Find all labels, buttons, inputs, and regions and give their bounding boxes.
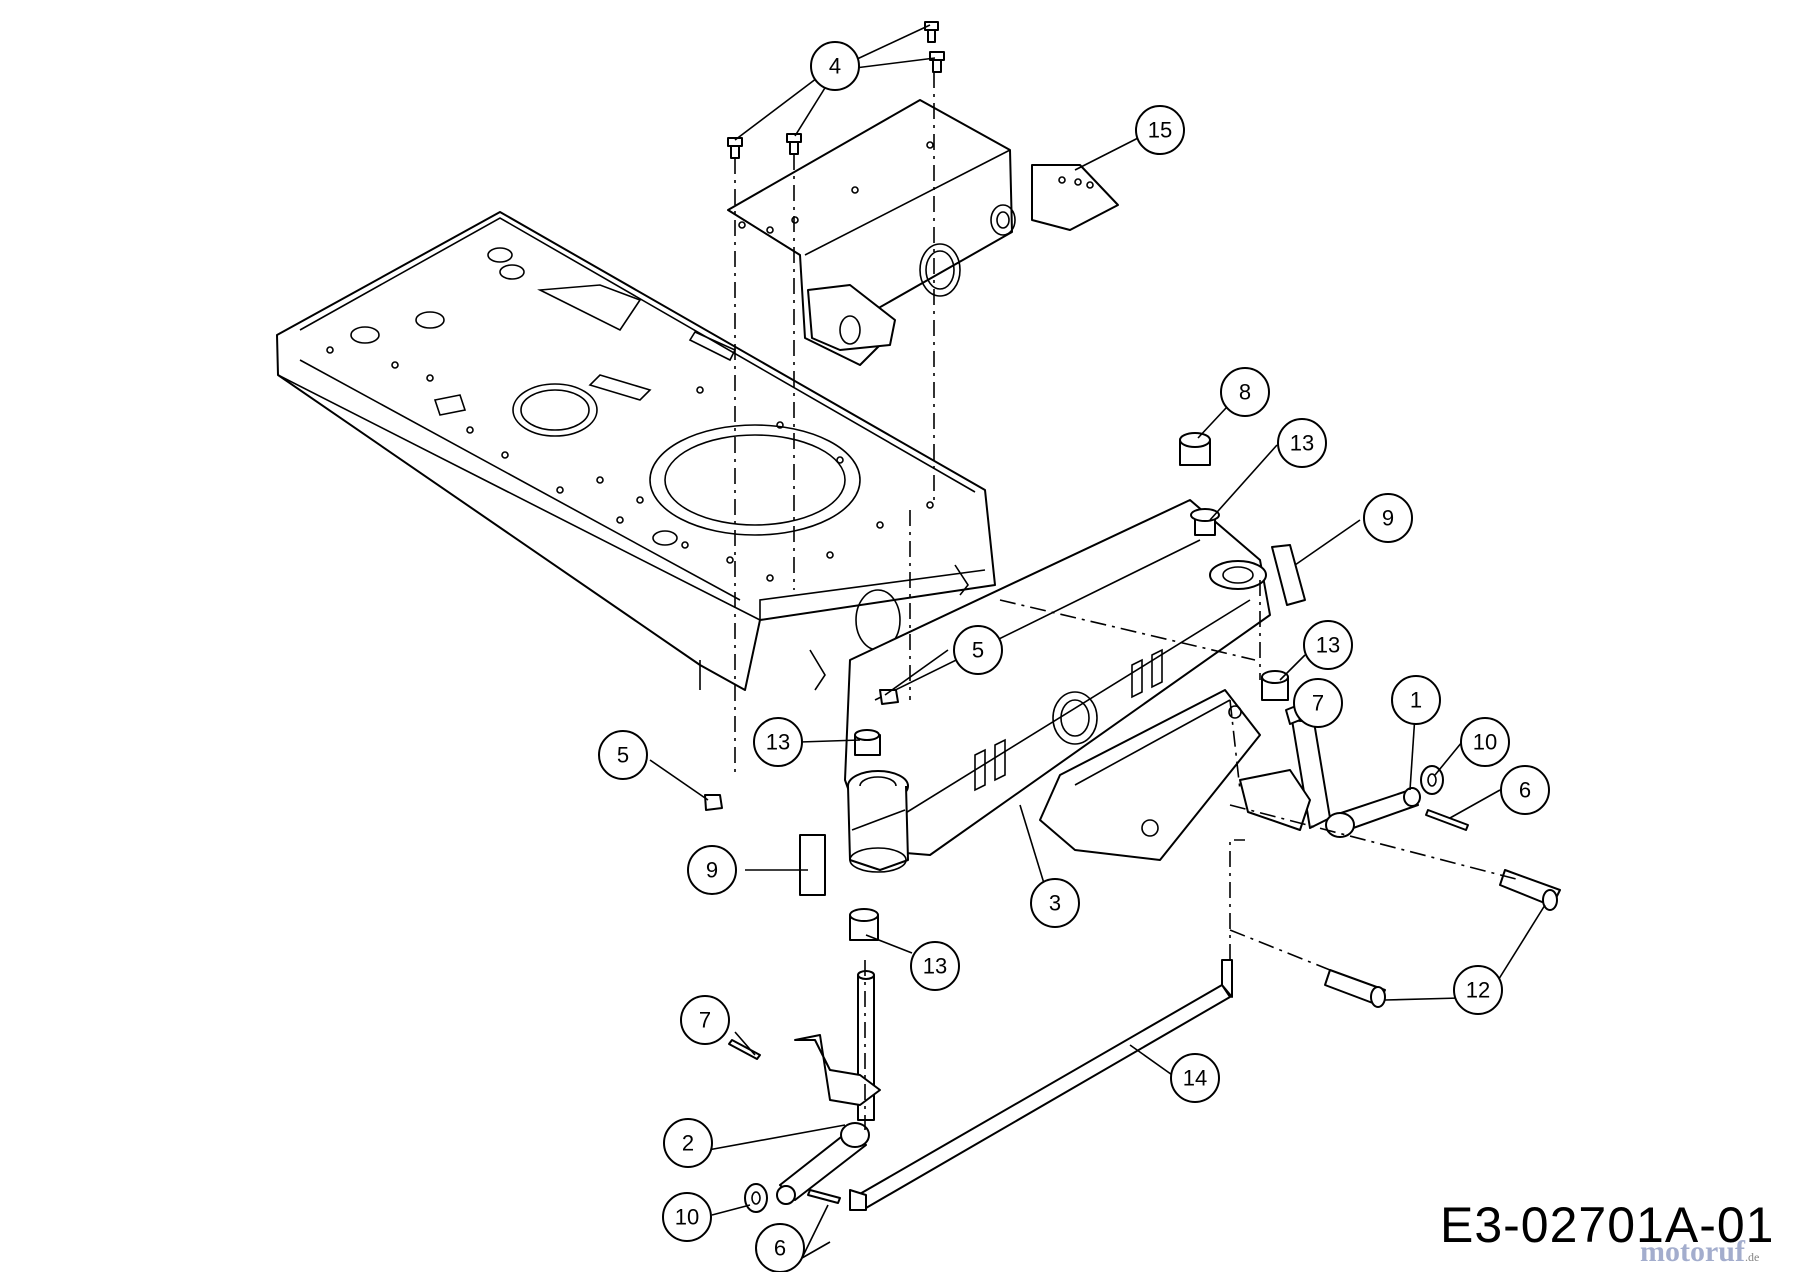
callout-10-right: 10 xyxy=(1460,717,1510,767)
callout-5-left-label: 5 xyxy=(617,743,629,768)
callout-5-center: 5 xyxy=(953,625,1003,675)
callout-13-top: 13 xyxy=(1277,418,1327,468)
axle-support-plate xyxy=(1039,689,1261,861)
callout-6-left: 6 xyxy=(755,1223,805,1272)
callout-9-left-label: 9 xyxy=(706,858,718,883)
callout-7-left: 7 xyxy=(680,995,730,1045)
watermark-logo: motoruf.de xyxy=(1640,1235,1759,1269)
callout-9-left: 9 xyxy=(687,845,737,895)
callout-2-label: 2 xyxy=(682,1131,694,1156)
assembly-lines xyxy=(734,72,1521,1130)
bushing-parts xyxy=(704,432,1561,1213)
watermark-suffix: .de xyxy=(1744,1250,1760,1264)
callout-12-label: 12 xyxy=(1466,978,1490,1003)
callout-9-right: 9 xyxy=(1363,493,1413,543)
callout-7-left-label: 7 xyxy=(699,1008,711,1033)
callout-3-label: 3 xyxy=(1049,891,1061,916)
callout-10-right-label: 10 xyxy=(1473,730,1497,755)
callout-12: 12 xyxy=(1453,965,1503,1015)
callout-13-right: 13 xyxy=(1303,620,1353,670)
right-steering-spindle xyxy=(1239,708,1421,838)
bolt-set xyxy=(727,21,945,159)
watermark-brand: motoruf xyxy=(1640,1235,1745,1268)
callout-6-right: 6 xyxy=(1500,765,1550,815)
callout-6-right-label: 6 xyxy=(1519,778,1531,803)
callout-10-left-label: 10 xyxy=(675,1205,699,1230)
callout-5-center-label: 5 xyxy=(972,638,984,663)
callout-9-right-label: 9 xyxy=(1382,506,1394,531)
callout-4-label: 4 xyxy=(829,54,841,79)
callout-14-label: 14 xyxy=(1183,1066,1207,1091)
callout-8-label: 8 xyxy=(1239,380,1251,405)
front-axle-bracket xyxy=(727,99,1119,366)
callout-2: 2 xyxy=(663,1118,713,1168)
callout-7-right: 7 xyxy=(1293,678,1343,728)
callout-13-top-label: 13 xyxy=(1290,431,1314,456)
callout-8: 8 xyxy=(1220,367,1270,417)
callout-7-right-label: 7 xyxy=(1312,691,1324,716)
callout-10-left: 10 xyxy=(662,1192,712,1242)
callout-1-label: 1 xyxy=(1410,688,1422,713)
callout-13-center-label: 13 xyxy=(766,730,790,755)
callout-13-right-label: 13 xyxy=(1316,633,1340,658)
callout-14: 14 xyxy=(1170,1053,1220,1103)
callout-13-bottom: 13 xyxy=(910,941,960,991)
left-steering-spindle xyxy=(776,970,881,1205)
tie-rod xyxy=(849,959,1233,1211)
callout-4: 4 xyxy=(810,41,860,91)
front-axle xyxy=(844,499,1271,873)
callout-15: 15 xyxy=(1135,105,1185,155)
callout-15-label: 15 xyxy=(1148,118,1172,143)
callout-3: 3 xyxy=(1030,878,1080,928)
callout-5-left: 5 xyxy=(598,730,648,780)
callout-13-bottom-label: 13 xyxy=(923,954,947,979)
callout-1: 1 xyxy=(1391,675,1441,725)
chassis-frame xyxy=(276,211,996,691)
drawing-code: E3-02701A-01 xyxy=(1440,1197,1775,1253)
callout-13-center: 13 xyxy=(753,717,803,767)
callout-6-left-label: 6 xyxy=(774,1236,786,1261)
